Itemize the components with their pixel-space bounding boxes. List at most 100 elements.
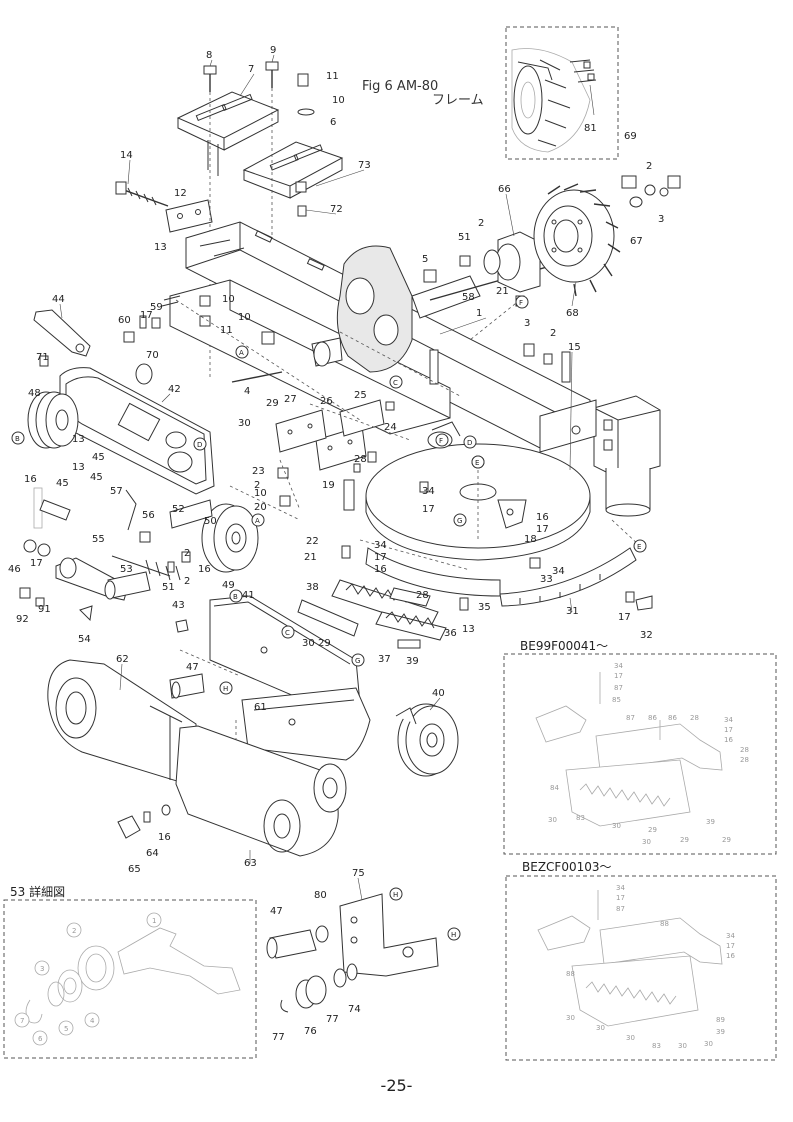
- svg-text:48: 48: [28, 388, 41, 399]
- svg-text:30: 30: [626, 1034, 635, 1042]
- svg-text:16: 16: [724, 736, 733, 744]
- svg-text:2: 2: [254, 480, 260, 491]
- svg-text:30: 30: [548, 816, 557, 824]
- arm-28-blade: [389, 587, 431, 649]
- lower-frame-beam: [169, 279, 451, 435]
- svg-text:30: 30: [302, 638, 315, 649]
- svg-text:77: 77: [326, 1014, 339, 1025]
- svg-text:54: 54: [78, 634, 91, 645]
- svg-text:2: 2: [72, 927, 76, 935]
- wheel-bolts-69: [621, 175, 681, 208]
- svg-text:15: 15: [568, 342, 581, 353]
- bearing-76: [280, 963, 358, 1013]
- svg-text:4: 4: [90, 1017, 95, 1025]
- svg-text:32: 32: [640, 630, 653, 641]
- svg-text:25: 25: [354, 390, 367, 401]
- svg-text:3: 3: [658, 214, 664, 225]
- svg-text:86: 86: [668, 714, 677, 722]
- svg-text:87: 87: [616, 905, 625, 913]
- svg-text:30: 30: [612, 822, 621, 830]
- svg-text:D: D: [197, 441, 202, 449]
- nut-washer-10-11: [295, 73, 315, 217]
- svg-text:40: 40: [432, 688, 445, 699]
- page-number: -25-: [380, 1076, 413, 1095]
- figure-name: フレーム: [432, 93, 484, 108]
- svg-text:87: 87: [614, 684, 623, 692]
- svg-text:C: C: [393, 379, 398, 387]
- svg-text:34: 34: [552, 566, 565, 577]
- shaft-47: [266, 925, 329, 959]
- svg-text:88: 88: [660, 920, 669, 928]
- svg-text:28: 28: [740, 756, 749, 764]
- svg-text:74: 74: [348, 1004, 361, 1015]
- svg-text:39: 39: [716, 1028, 725, 1036]
- belt-case-63: [175, 725, 347, 857]
- svg-text:37: 37: [378, 654, 391, 665]
- svg-text:45: 45: [92, 452, 105, 463]
- svg-text:55: 55: [92, 534, 105, 545]
- svg-text:16: 16: [536, 512, 549, 523]
- svg-text:31: 31: [566, 606, 579, 617]
- bracket-7: [176, 91, 280, 176]
- svg-text:16: 16: [726, 952, 735, 960]
- svg-text:89: 89: [716, 1016, 725, 1024]
- svg-text:92: 92: [16, 614, 29, 625]
- svg-text:63: 63: [244, 858, 257, 869]
- svg-text:29: 29: [680, 836, 689, 844]
- svg-text:39: 39: [706, 818, 715, 826]
- small-parts: [19, 255, 653, 839]
- svg-text:26: 26: [320, 396, 333, 407]
- svg-text:11: 11: [326, 71, 339, 82]
- svg-text:70: 70: [146, 350, 159, 361]
- svg-text:47: 47: [270, 906, 283, 917]
- svg-text:50: 50: [204, 516, 217, 527]
- svg-text:28: 28: [690, 714, 699, 722]
- svg-text:58: 58: [462, 292, 475, 303]
- svg-text:10: 10: [238, 312, 251, 323]
- svg-text:61: 61: [254, 702, 267, 713]
- svg-text:80: 80: [314, 890, 327, 901]
- svg-text:E: E: [475, 459, 479, 467]
- svg-text:12: 12: [174, 188, 187, 199]
- svg-text:A: A: [255, 517, 260, 525]
- svg-text:1: 1: [152, 917, 156, 925]
- svg-text:88: 88: [566, 970, 575, 978]
- svg-text:44: 44: [52, 294, 65, 305]
- svg-text:23: 23: [252, 466, 265, 477]
- svg-text:5: 5: [64, 1025, 68, 1033]
- svg-text:16: 16: [374, 564, 387, 575]
- svg-text:68: 68: [566, 308, 579, 319]
- svg-text:84: 84: [550, 784, 559, 792]
- svg-text:F: F: [439, 437, 443, 445]
- svg-text:3: 3: [40, 965, 44, 973]
- svg-text:14: 14: [120, 150, 133, 161]
- transmission-box-15: [593, 395, 661, 517]
- svg-text:21: 21: [496, 286, 509, 297]
- svg-text:30: 30: [566, 1014, 575, 1022]
- skirt-35: [365, 547, 501, 597]
- svg-text:69: 69: [624, 131, 637, 142]
- svg-text:4: 4: [244, 386, 250, 397]
- svg-text:64: 64: [146, 848, 159, 859]
- svg-text:34: 34: [374, 540, 387, 551]
- svg-text:17: 17: [422, 504, 435, 515]
- svg-text:17: 17: [724, 726, 733, 734]
- svg-text:2: 2: [550, 328, 556, 339]
- svg-text:59: 59: [150, 302, 163, 313]
- svg-text:28: 28: [740, 746, 749, 754]
- svg-text:51: 51: [162, 582, 175, 593]
- svg-text:73: 73: [358, 160, 371, 171]
- svg-text:6: 6: [330, 117, 336, 128]
- bracket-12: [165, 199, 213, 233]
- arm-44: [33, 309, 91, 357]
- svg-text:G: G: [355, 657, 360, 665]
- svg-text:34: 34: [616, 884, 625, 892]
- svg-text:35: 35: [478, 602, 491, 613]
- svg-text:B: B: [15, 435, 20, 443]
- bracket-right: [429, 349, 597, 465]
- svg-text:34: 34: [726, 932, 735, 940]
- svg-text:21: 21: [304, 552, 317, 563]
- svg-text:16: 16: [158, 832, 171, 843]
- svg-text:16: 16: [24, 474, 37, 485]
